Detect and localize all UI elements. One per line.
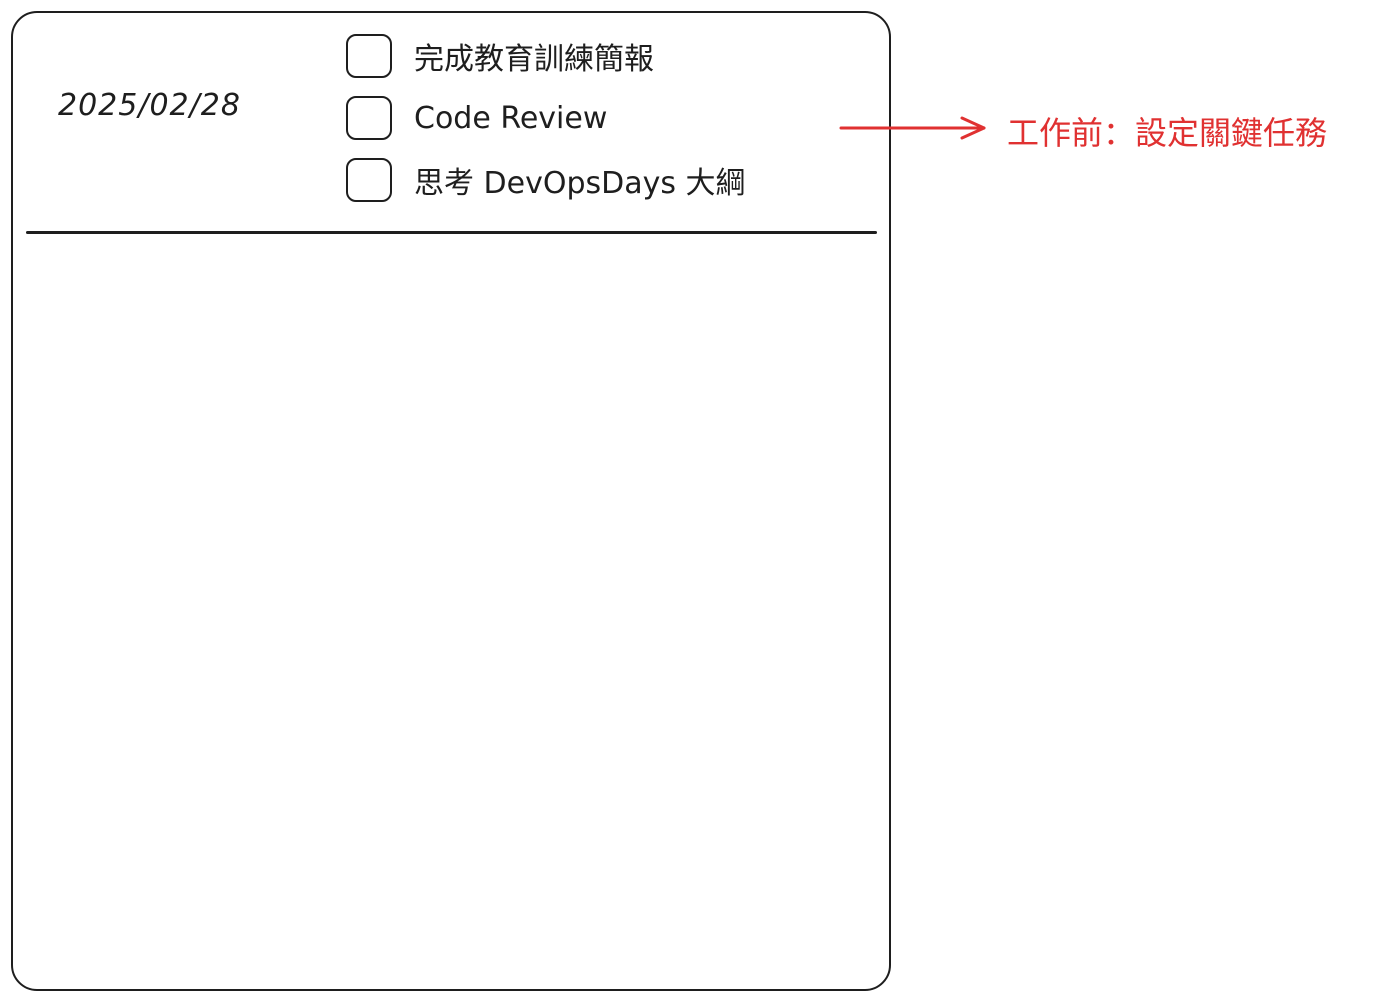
task-item[interactable]: 思考 DevOpsDays 大綱: [346, 156, 746, 204]
arrow-right-icon: [839, 116, 986, 140]
task-label: 思考 DevOpsDays 大綱: [414, 166, 746, 201]
task-label: 完成教育訓練簡報: [414, 42, 654, 77]
section-divider: [26, 231, 877, 234]
task-item[interactable]: 完成教育訓練簡報: [346, 32, 654, 80]
daily-card: [11, 11, 891, 991]
task-item[interactable]: Code Review: [346, 94, 607, 142]
annotation-label: 工作前：設定關鍵任務: [1007, 114, 1328, 152]
date-label: 2025/02/28: [58, 88, 241, 123]
checkbox[interactable]: [346, 34, 392, 78]
checkbox[interactable]: [346, 158, 392, 202]
task-label: Code Review: [414, 100, 608, 136]
checkbox[interactable]: [346, 96, 392, 140]
